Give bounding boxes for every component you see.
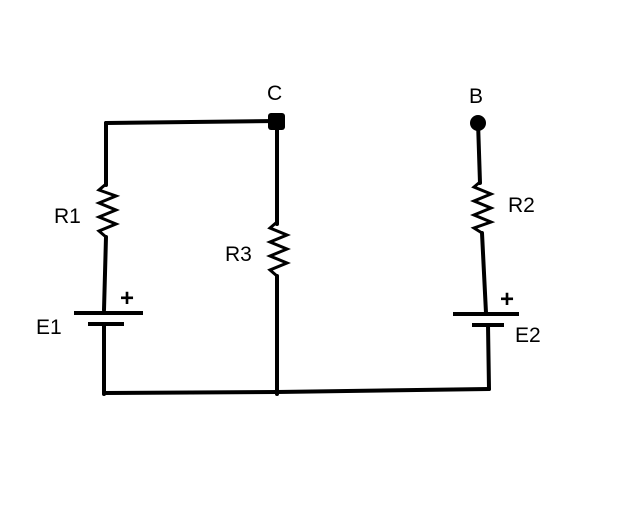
resistor-r3 <box>266 220 291 278</box>
resistor-r2 <box>470 180 496 235</box>
wire-right-lower <box>486 323 491 391</box>
wire-right-upper <box>476 120 482 185</box>
node-c-label: C <box>267 82 282 105</box>
node-b-label: B <box>469 85 483 108</box>
e1-label: E1 <box>36 316 62 339</box>
wire-top-left <box>104 119 279 125</box>
e2-label: E2 <box>515 324 541 347</box>
wire-bottom <box>102 387 491 395</box>
r1-label: R1 <box>54 205 81 228</box>
e2-plus-sign: + <box>500 286 514 313</box>
node-c-dot <box>268 113 285 130</box>
wire-right-mid <box>480 231 488 315</box>
node-b-dot <box>470 115 486 131</box>
e1-plus-sign: + <box>120 285 134 312</box>
wire-left-mid <box>102 235 108 312</box>
resistor-r1 <box>95 182 121 239</box>
r2-label: R2 <box>508 194 535 217</box>
r3-label: R3 <box>225 243 252 266</box>
